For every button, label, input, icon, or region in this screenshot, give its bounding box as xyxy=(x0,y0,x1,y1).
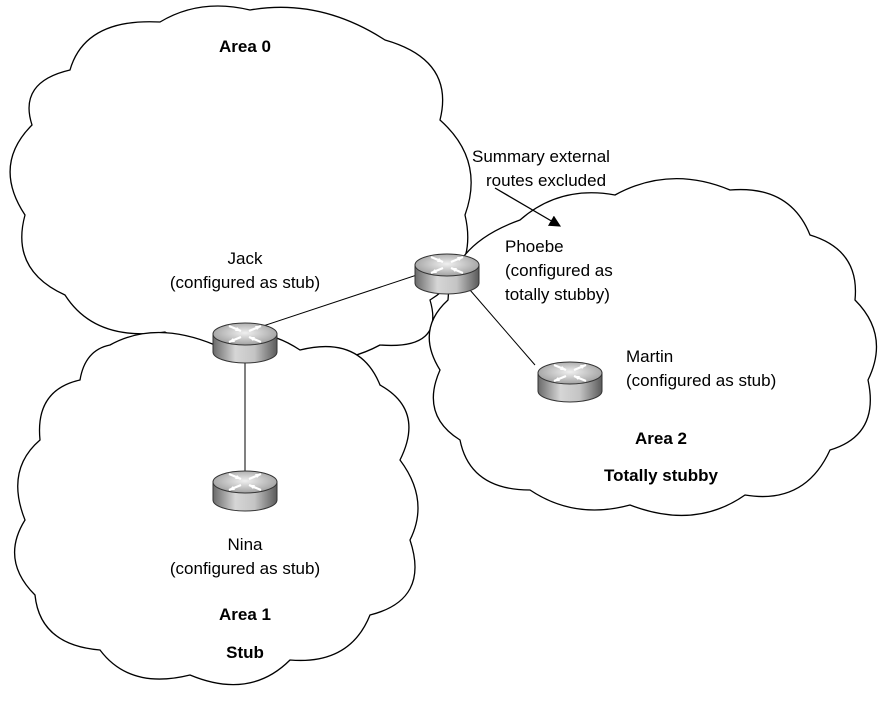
router-phoebe-name: Phoebe xyxy=(505,237,564,256)
router-martin-config: (configured as stub) xyxy=(626,371,776,390)
area2-cloud xyxy=(428,178,878,517)
router-nina-icon xyxy=(211,469,279,513)
router-phoebe-icon xyxy=(413,252,481,296)
router-martin-icon xyxy=(536,360,604,404)
router-phoebe-config-line1: (configured as xyxy=(505,261,613,280)
link-phoebe-martin xyxy=(469,289,536,366)
area1-type: Stub xyxy=(226,643,264,662)
area0-cloud xyxy=(9,5,472,362)
router-jack-config: (configured as stub) xyxy=(170,273,320,292)
annotation-line1: Summary external xyxy=(472,147,610,166)
area2-type: Totally stubby xyxy=(604,466,719,485)
router-martin-name: Martin xyxy=(626,347,673,366)
link-jack-phoebe xyxy=(244,264,448,333)
router-jack-icon xyxy=(211,321,279,365)
annotation-arrow xyxy=(494,187,562,227)
router-nina-config: (configured as stub) xyxy=(170,559,320,578)
area0-label: Area 0 xyxy=(219,37,271,56)
router-phoebe-config-line2: totally stubby) xyxy=(505,285,610,304)
area2-label: Area 2 xyxy=(635,429,687,448)
router-jack-name: Jack xyxy=(228,249,263,268)
router-nina-name: Nina xyxy=(228,535,264,554)
area1-label: Area 1 xyxy=(219,605,271,624)
annotation-line2: routes excluded xyxy=(486,171,606,190)
area1-cloud xyxy=(13,331,419,686)
